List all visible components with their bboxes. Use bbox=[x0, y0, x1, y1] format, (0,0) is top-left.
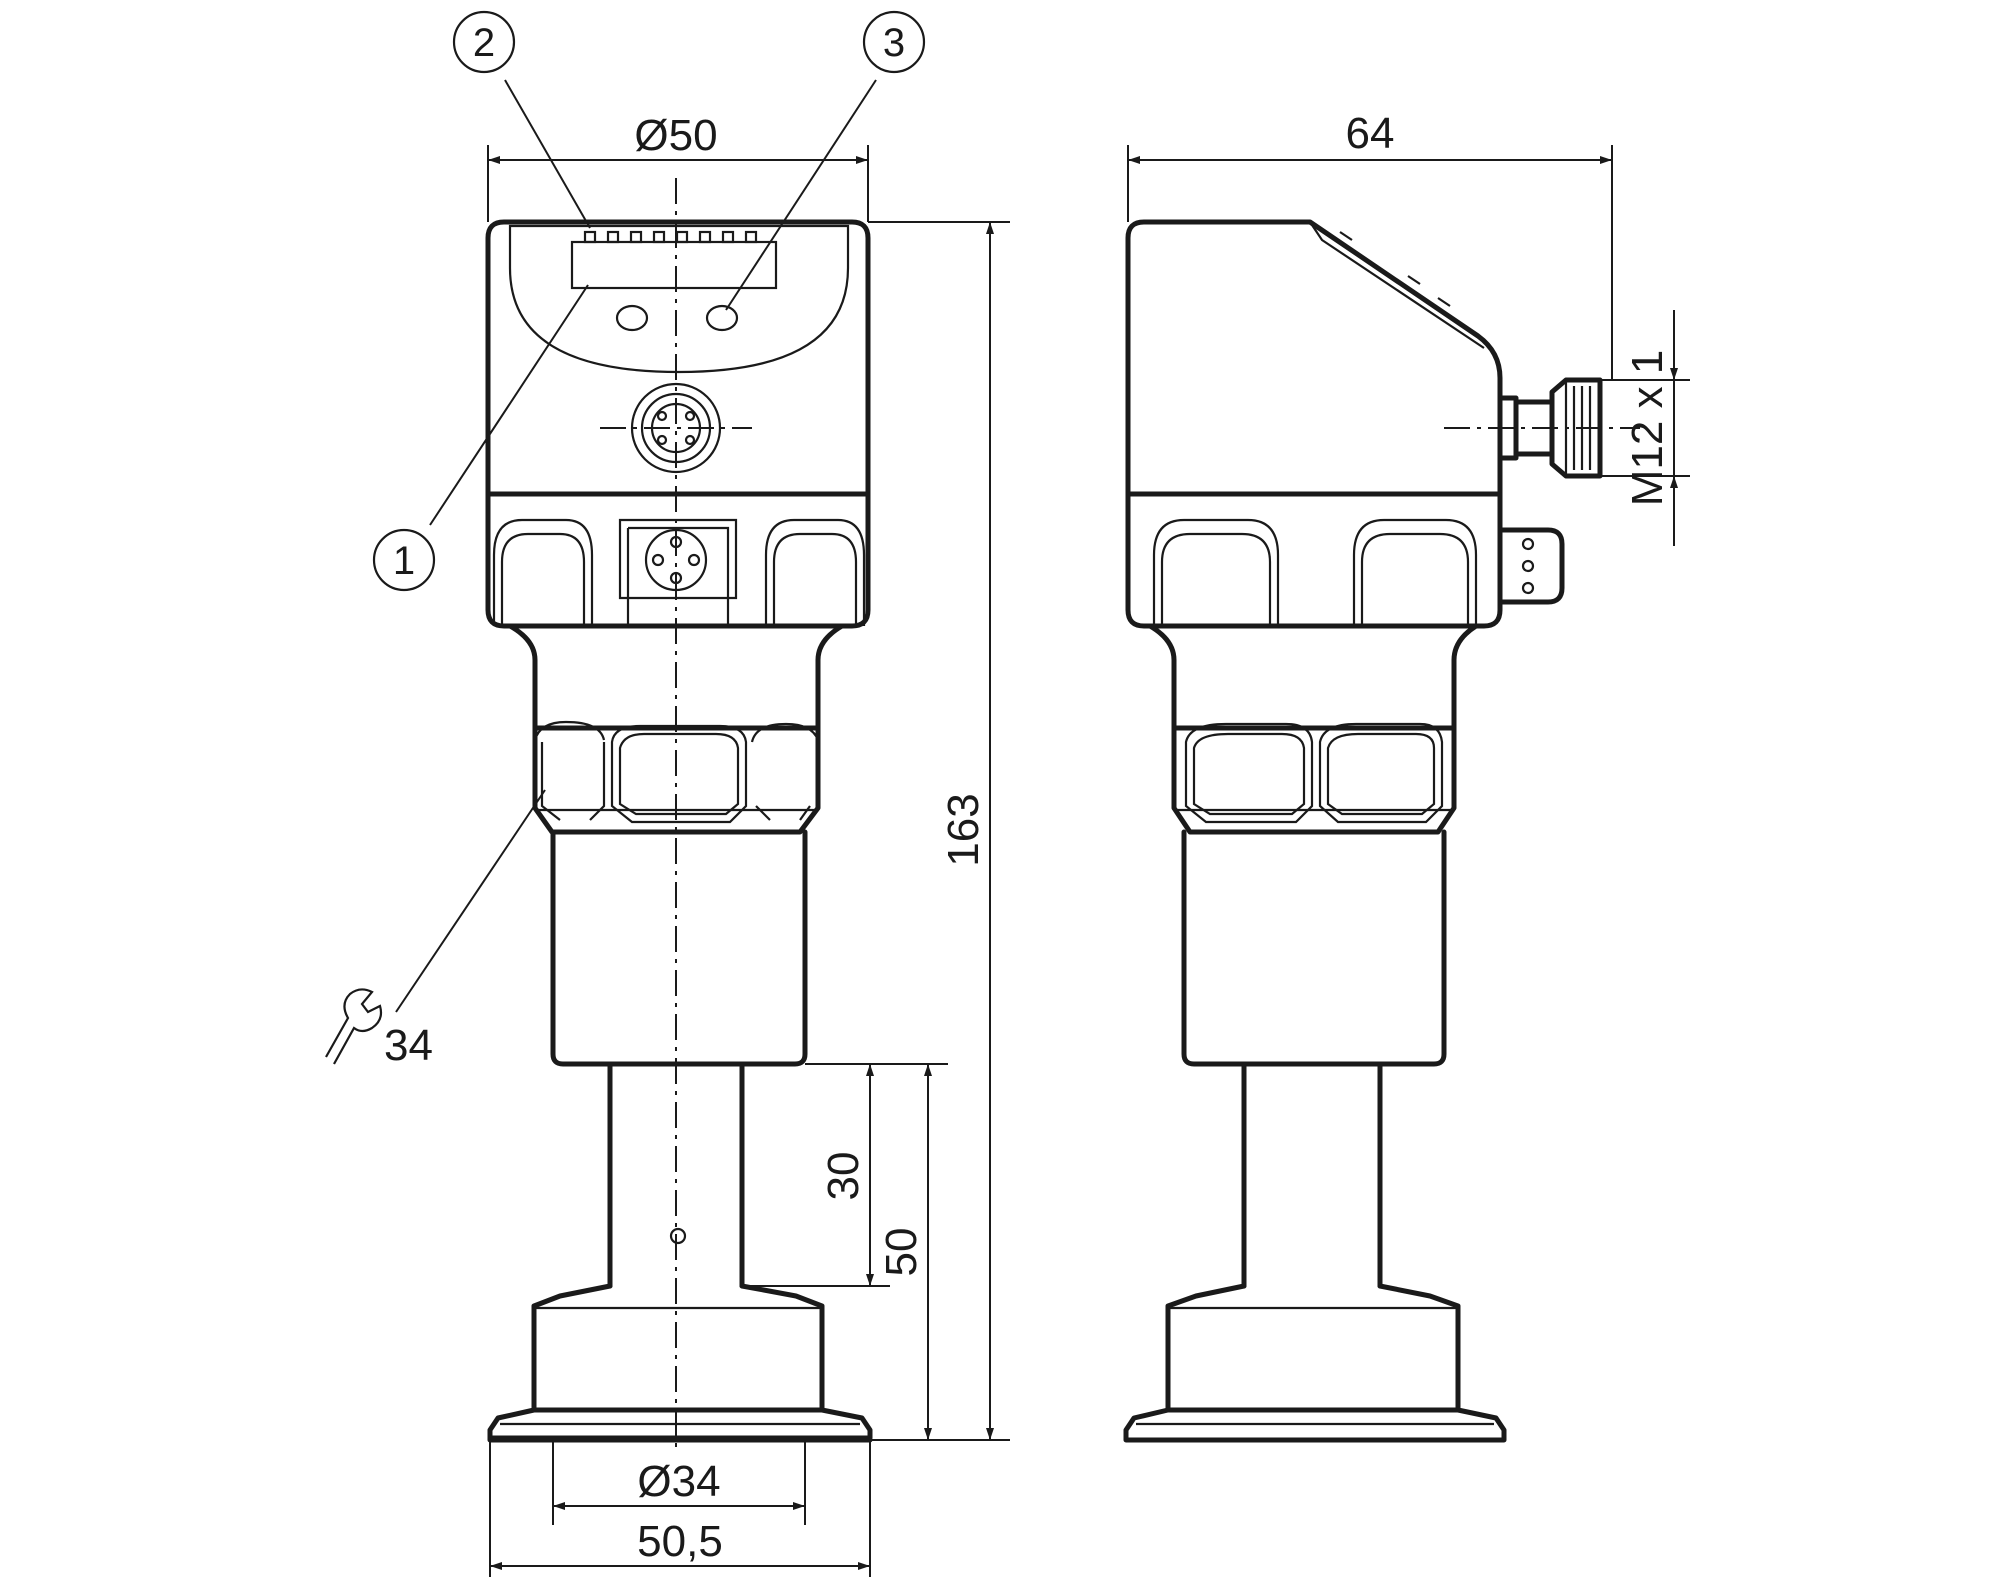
led-row bbox=[583, 230, 758, 244]
callout-1: 1 bbox=[372, 284, 589, 592]
callout-1-label: 1 bbox=[393, 539, 415, 583]
side-plug bbox=[1497, 527, 1565, 605]
side-housing bbox=[1125, 219, 1503, 629]
callout-2-label: 2 bbox=[473, 21, 495, 65]
label-clamp-height: 50 bbox=[877, 1228, 926, 1277]
vent-hole bbox=[669, 1227, 687, 1245]
label-overall-height: 163 bbox=[939, 793, 988, 866]
label-thread: M12 x 1 bbox=[1623, 350, 1672, 507]
label-flange-width: 50,5 bbox=[637, 1517, 723, 1566]
adapter-body bbox=[550, 829, 808, 1067]
dimensions bbox=[487, 145, 1690, 1580]
callout-2: 2 bbox=[452, 10, 591, 229]
label-top-diameter: Ø50 bbox=[634, 111, 717, 160]
callout-3-label: 3 bbox=[883, 21, 905, 65]
clamp-fitting bbox=[531, 1283, 825, 1413]
button-left bbox=[615, 304, 649, 332]
lobe-left bbox=[492, 518, 594, 626]
label-pipe-length: 30 bbox=[819, 1152, 868, 1201]
front-housing bbox=[485, 219, 871, 629]
callout-3: 3 bbox=[725, 10, 926, 311]
hex-nut bbox=[532, 725, 821, 835]
label-side-width: 64 bbox=[1346, 109, 1395, 158]
side-view bbox=[1123, 219, 1640, 1443]
wrench-icon bbox=[325, 988, 383, 1065]
display-bezel bbox=[508, 224, 850, 374]
bottom-connector bbox=[618, 518, 738, 600]
m12-connector bbox=[1444, 377, 1640, 479]
label-wrench-size: 34 bbox=[384, 1021, 433, 1070]
front-view bbox=[485, 178, 873, 1448]
display bbox=[570, 240, 778, 290]
pipe bbox=[607, 1061, 745, 1289]
wrench-size: 34 bbox=[325, 789, 546, 1070]
button-right bbox=[705, 304, 739, 332]
lobe-right bbox=[764, 518, 866, 626]
label-inner-diameter: Ø34 bbox=[637, 1457, 720, 1506]
